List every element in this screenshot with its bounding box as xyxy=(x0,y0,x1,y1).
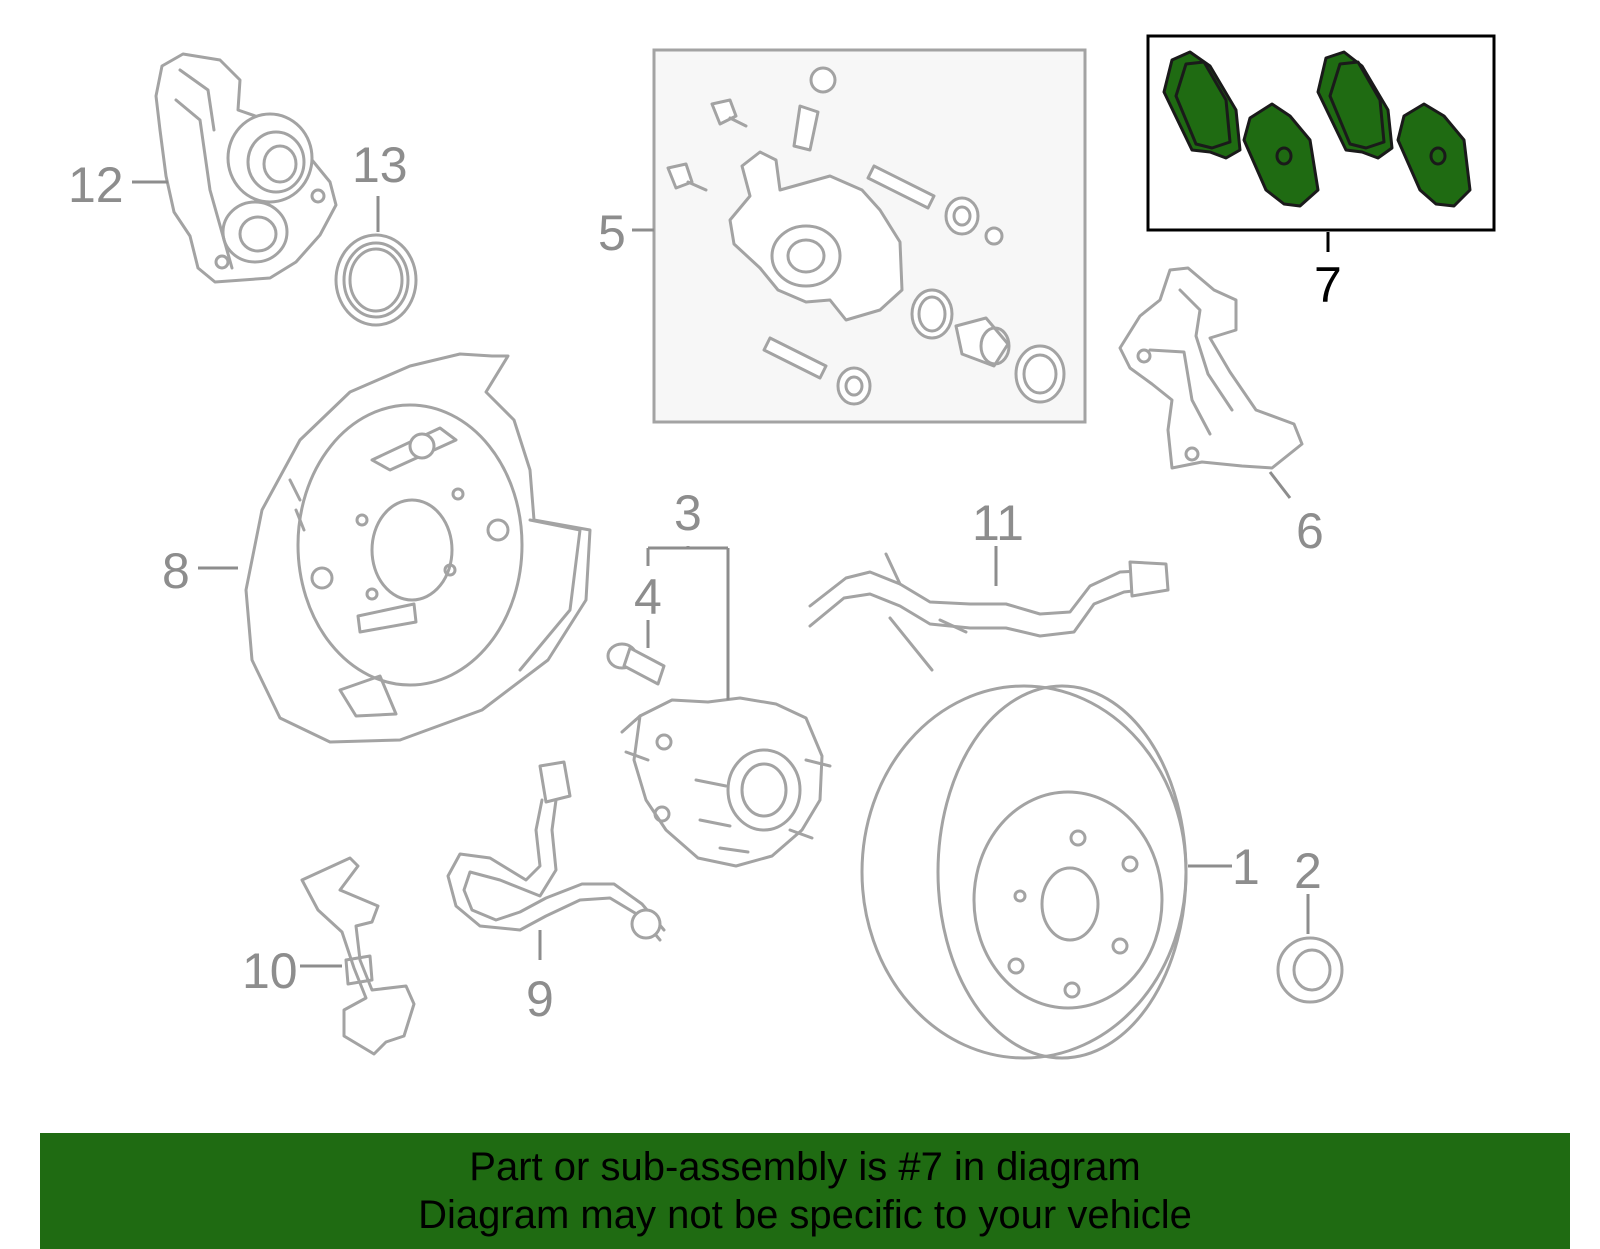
part-9-abs-wire xyxy=(446,760,666,942)
callout-4: 4 xyxy=(634,569,662,625)
banner-line-2: Diagram may not be specific to your vehi… xyxy=(418,1193,1192,1237)
part-13-seal-ring xyxy=(334,233,418,327)
callout-8: 8 xyxy=(162,543,190,599)
callout-3: 3 xyxy=(674,485,702,541)
part-2-axle-nut xyxy=(1276,936,1344,1004)
banner-line-1: Part or sub-assembly is #7 in diagram xyxy=(469,1145,1141,1189)
part-5-caliper-kit xyxy=(652,48,1087,424)
part-10-clip xyxy=(300,856,416,1056)
part-1-rotor xyxy=(860,684,1188,1060)
callout-11: 11 xyxy=(972,495,1024,551)
part-6-mounting-bracket xyxy=(1118,266,1304,470)
callout-9: 9 xyxy=(526,971,554,1027)
callout-labels: 1 2 3 4 5 6 7 8 9 10 11 12 13 xyxy=(68,137,1342,1027)
callout-7: 7 xyxy=(1314,257,1342,313)
part-12-actuator xyxy=(154,52,338,284)
part-8-backing-plate xyxy=(244,352,592,744)
info-banner: Part or sub-assembly is #7 in diagram Di… xyxy=(40,1133,1570,1249)
part-11-sensor-harness xyxy=(808,552,1170,672)
callout-13: 13 xyxy=(352,137,408,193)
callout-12: 12 xyxy=(68,157,124,213)
callout-6: 6 xyxy=(1296,503,1324,559)
part-3-hub-bearing xyxy=(620,696,832,868)
callout-10: 10 xyxy=(242,943,298,999)
callout-2: 2 xyxy=(1294,843,1322,899)
part-4-hub-bolt xyxy=(606,642,666,686)
callout-1: 1 xyxy=(1232,839,1260,895)
callout-5: 5 xyxy=(598,205,626,261)
part-7-brake-pads xyxy=(1146,34,1496,232)
leader-lines xyxy=(132,180,1330,968)
